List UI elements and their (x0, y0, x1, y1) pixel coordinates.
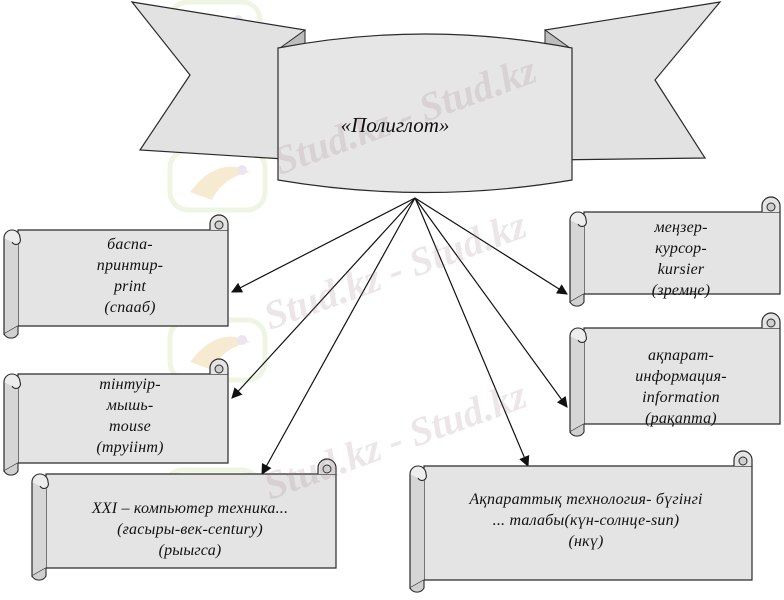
scroll-line: (труіінт) (96, 439, 164, 456)
scroll-line: mouse (109, 418, 151, 435)
scroll-line: (нкү) (568, 533, 604, 550)
title-banner (130, 1, 722, 194)
scroll-computer (31, 458, 337, 581)
scroll-line: информация- (635, 368, 727, 385)
arrow-to-computer (261, 197, 416, 475)
watermark-logo-icon (167, 147, 268, 213)
scroll-line: XXI – компьютер техника... (91, 500, 289, 517)
arrow-to-mouse (231, 197, 416, 399)
scroll-technology (409, 450, 753, 593)
scroll-line: тінтуір- (99, 376, 161, 393)
arrow-to-technology (414, 197, 530, 467)
arrow-to-printer (231, 197, 416, 293)
arrow-to-cursor (414, 197, 568, 295)
scroll-line: ... талабы(күн-солнце-sun) (492, 512, 680, 529)
scroll-line: принтир- (96, 257, 164, 274)
scroll-text-technology: Ақпараттық технология- бүгінгі ... талаб… (428, 489, 744, 552)
scroll-mouse (3, 358, 229, 476)
connector-arrows (231, 197, 568, 475)
arrow-to-information (414, 197, 568, 408)
scroll-line: курсор- (655, 240, 707, 257)
scroll-text-printer: баспа- принтир- print (спааб) (30, 234, 230, 318)
scroll-text-mouse: тінтуір- мышь- mouse (труіінт) (30, 374, 230, 458)
scroll-line: (спааб) (104, 299, 156, 316)
scroll-line: print (113, 278, 147, 295)
scroll-information (569, 312, 781, 437)
scroll-line: (рақапта) (645, 410, 717, 427)
scroll-line: ақпарат- (648, 347, 714, 364)
scroll-line: мышь- (106, 397, 154, 414)
page-title: «Полиглот» (340, 113, 450, 137)
scrolls-layer (3, 196, 781, 593)
banner-center (277, 33, 573, 194)
scroll-text-cursor: меңзер- курсор- kursier (зремңе) (588, 217, 774, 301)
scroll-text-computer: XXI – компьютер техника... (ғасыры-век-c… (50, 498, 330, 561)
scroll-line: information (642, 389, 720, 406)
banner-left-tail (130, 1, 306, 161)
scroll-text-information: ақпарат- информация- information (рақапт… (588, 345, 774, 429)
scroll-line: (ғасыры-век-century) (117, 521, 263, 538)
scroll-printer (3, 214, 229, 339)
scroll-line: баспа- (107, 236, 153, 253)
scroll-line: (зремңе) (651, 282, 711, 299)
scroll-line: kursier (657, 261, 705, 278)
scroll-line: Ақпараттық технология- бүгінгі (469, 491, 703, 508)
scroll-line: (рыыгса) (158, 542, 222, 559)
scroll-cursor (569, 196, 781, 307)
watermark-text: Stud.kz - Stud.kz (258, 202, 533, 339)
banner-right-tail (544, 1, 722, 161)
scroll-line: меңзер- (654, 219, 708, 236)
